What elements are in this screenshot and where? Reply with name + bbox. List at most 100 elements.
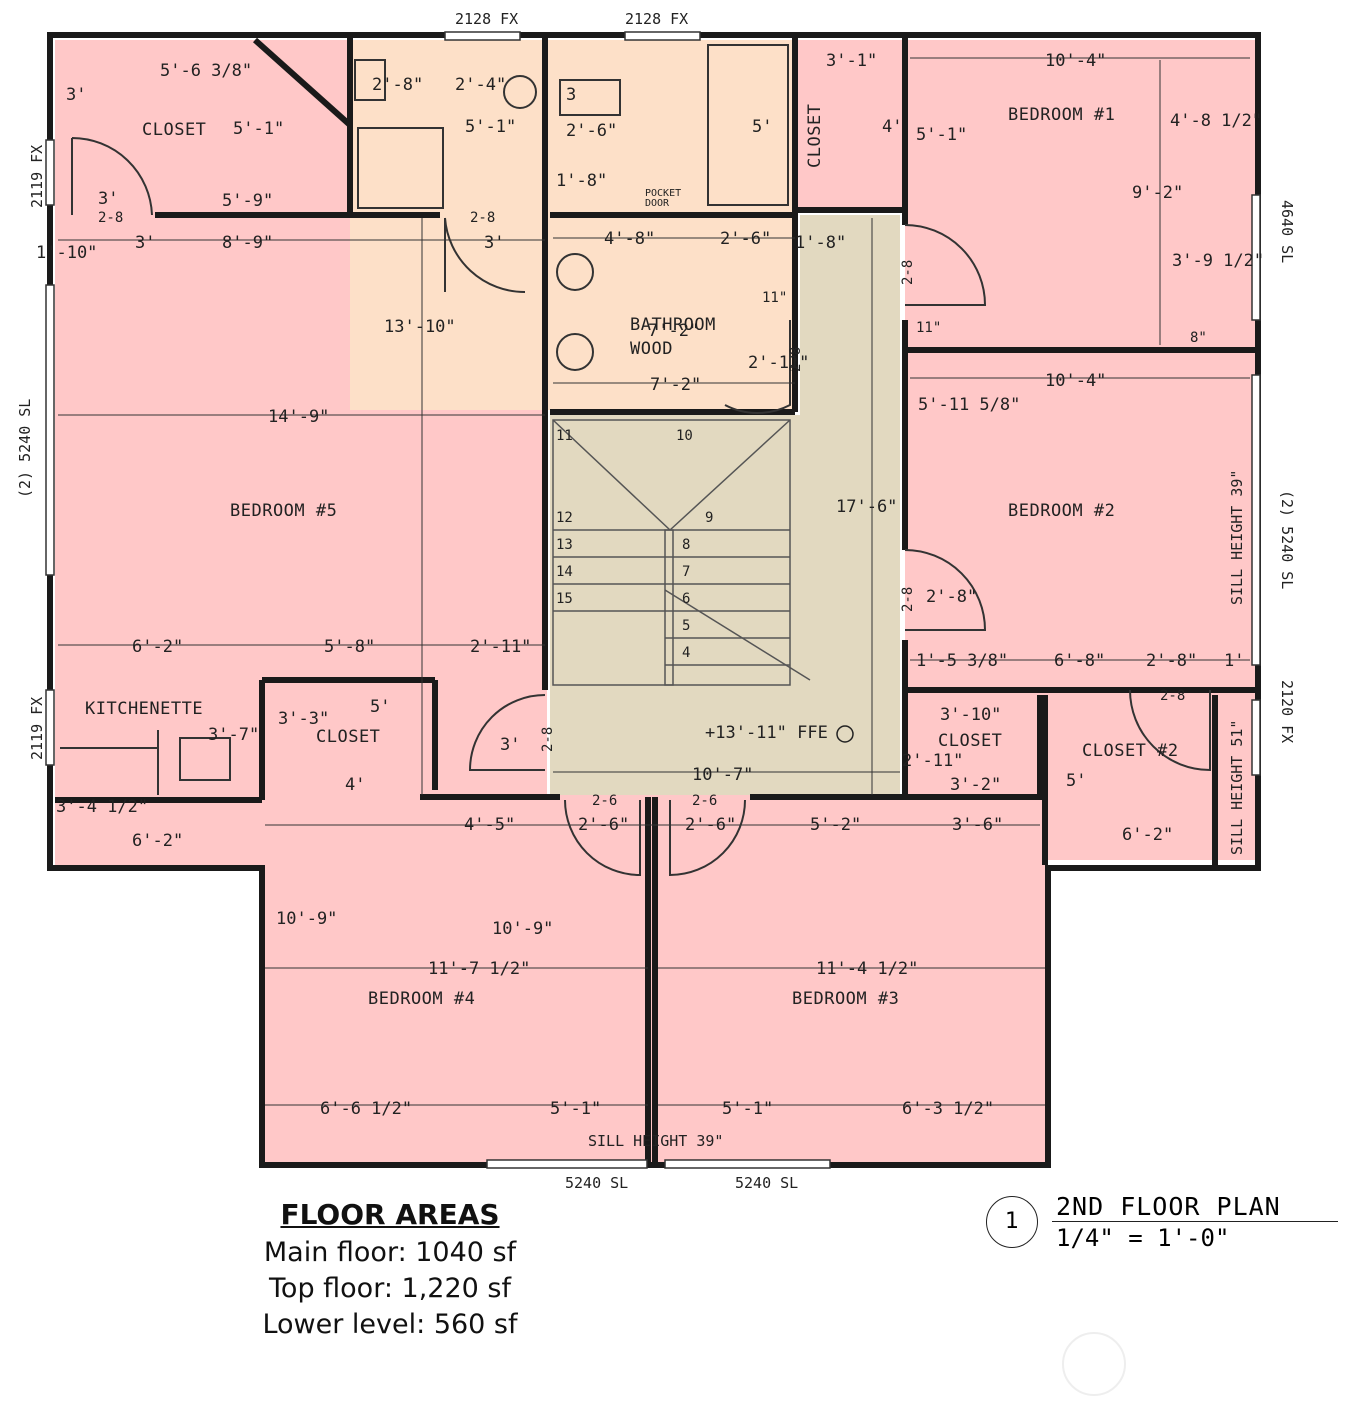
dim-28f: 2-8 xyxy=(900,587,916,612)
label-bedroom1: BEDROOM #1 xyxy=(1008,105,1115,125)
label-closet2: CLOSET #2 xyxy=(1082,741,1179,761)
dim-28g: 2'-8" xyxy=(926,587,977,607)
wall-closet-diag xyxy=(252,37,353,128)
window-labels: 2128 FX 2128 FX 2119 FX (2) 5240 SL 2119… xyxy=(16,10,1296,1190)
stair-diag-2 xyxy=(669,419,791,531)
stair-num: 9 xyxy=(705,510,713,526)
sink-1 xyxy=(503,75,537,109)
door-b5-south xyxy=(468,694,546,771)
stair-num: 5 xyxy=(682,618,690,634)
dim-18b: 1'-8" xyxy=(795,233,846,253)
dim-62c: 6'-2" xyxy=(1122,825,1173,845)
dim-62b: 6'-2" xyxy=(132,831,183,851)
label-win-right3: 2120 FX xyxy=(1278,680,1296,743)
floor-area-top: Top floor: 1,220 sf xyxy=(269,1273,511,1304)
label-pocket: POCKET xyxy=(645,188,681,199)
plan-number: 1 xyxy=(986,1196,1038,1248)
door-b4 xyxy=(564,799,641,877)
stair-num: 8 xyxy=(682,537,690,553)
dim-48h: 4'-8 1/2" xyxy=(1170,111,1262,131)
dim-63: 6'-3 1/2" xyxy=(902,1099,994,1119)
floor-area-lower: Lower level: 560 sf xyxy=(262,1309,518,1340)
dim-92: 9'-2" xyxy=(1132,183,1183,203)
hall-fill xyxy=(550,415,900,795)
window-right1 xyxy=(1251,194,1261,321)
plan-title-block: 1 2ND FLOOR PLAN 1/4" = 1'-0" xyxy=(986,1192,1346,1252)
dim-11a: 11" xyxy=(762,290,787,306)
dim-511: 5'-11 5/8" xyxy=(918,395,1020,415)
sink-2 xyxy=(556,253,594,291)
label-closet-top: CLOSET xyxy=(805,104,825,168)
dim-51c: 5'-1" xyxy=(916,125,967,145)
label-win-left1: 2119 FX xyxy=(28,145,46,208)
fixtures xyxy=(60,44,789,795)
dim-15: 1'-5 3/8" xyxy=(916,651,1008,671)
window-right2 xyxy=(1251,374,1261,666)
dim-28c: 2'-8" xyxy=(372,75,423,95)
dim-28d: 2-8 xyxy=(788,347,804,372)
dim-45: 4'-5" xyxy=(464,815,515,835)
dim-51e: 5'-1" xyxy=(722,1099,773,1119)
dim-37: 3'-7" xyxy=(208,725,259,745)
sink-3 xyxy=(556,333,594,371)
floor-plan-drawing: BEDROOM #1 BEDROOM #2 BEDROOM #3 BEDROOM… xyxy=(16,10,1296,1190)
dim-68: 6'-8" xyxy=(1054,651,1105,671)
dim-28j: 2-8 xyxy=(540,727,556,752)
bedroom2-fill xyxy=(905,350,1255,690)
dim-28a: 2-8 xyxy=(98,210,123,226)
dim-26c: 2-6 xyxy=(592,793,617,809)
dimension-lines xyxy=(58,57,1250,1106)
stair-num: 15 xyxy=(556,591,573,607)
label-win-right1: 4640 SL xyxy=(1278,200,1296,263)
stair-num: 6 xyxy=(682,591,690,607)
dim-26f: 2'-6" xyxy=(720,229,771,249)
dim-66: 6'-6 1/2" xyxy=(320,1099,412,1119)
dim-3f: 3' xyxy=(500,735,520,755)
door-b5 xyxy=(444,217,526,294)
floor-areas-title: FLOOR AREAS xyxy=(280,1198,500,1231)
label-bedroom5: BEDROOM #5 xyxy=(230,501,337,521)
dim-28h: 2'-8" xyxy=(1146,651,1197,671)
label-win-top2: 2128 FX xyxy=(625,10,688,28)
dim-11b: 11" xyxy=(916,320,941,336)
label-closet-nw: CLOSET xyxy=(142,120,206,140)
windows xyxy=(45,31,1261,1169)
label-win-top1: 2128 FX xyxy=(455,10,518,28)
dim-3a: 3' xyxy=(66,85,86,105)
label-win-bottom2: 5240 SL xyxy=(735,1174,798,1190)
dimension-labels: 5'-6 3/8" 3' 5'-1" 3' 2-8 5'-9" 1'-10" 3… xyxy=(36,51,1264,1119)
dim-24: 2'-4" xyxy=(455,75,506,95)
window-left3 xyxy=(45,689,55,766)
toilet-2 xyxy=(559,79,621,116)
dim-117: 11'-7 1/2" xyxy=(428,959,530,979)
label-sill-right2: SILL HEIGHT 51" xyxy=(1228,720,1246,855)
stair-diag-1 xyxy=(552,419,671,531)
dim-28e: 2-8 xyxy=(900,260,916,285)
dim-110: 1'-10" xyxy=(36,243,97,263)
stair-num: 10 xyxy=(676,428,693,444)
doors xyxy=(71,137,1211,877)
label-win-left3: 2119 FX xyxy=(28,697,46,760)
dim-5c: 5' xyxy=(1066,771,1086,791)
dim-72a: 7'-2" xyxy=(648,321,699,341)
floor-areas-panel: FLOOR AREAS Main floor: 1040 sf Top floo… xyxy=(230,1198,550,1343)
dim-48: 4'-8" xyxy=(604,229,655,249)
dim-28i: 2-8 xyxy=(1160,688,1185,704)
floor-area-main: Main floor: 1040 sf xyxy=(263,1237,517,1268)
dim-149: 14'-9" xyxy=(268,407,329,427)
door-b2 xyxy=(904,549,987,631)
dim-32: 3'-2" xyxy=(950,775,1001,795)
dim-28b: 2-8 xyxy=(470,210,495,226)
shower xyxy=(357,127,444,209)
stair-core xyxy=(664,529,674,686)
dim-51b: 5'-1" xyxy=(465,117,516,137)
label-win-right2: (2) 5240 SL xyxy=(1278,490,1296,589)
label-bedroom2: BEDROOM #2 xyxy=(1008,501,1115,521)
label-sill-right: SILL HEIGHT 39" xyxy=(1228,470,1246,605)
label-closet-b4: CLOSET xyxy=(316,727,380,747)
plan-title-rule xyxy=(1052,1221,1338,1222)
dim-107: 10'-7" xyxy=(692,765,753,785)
stair-num: 13 xyxy=(556,537,573,553)
dim-56: 5'-6 3/8" xyxy=(160,61,252,81)
stair-num: 12 xyxy=(556,510,573,526)
